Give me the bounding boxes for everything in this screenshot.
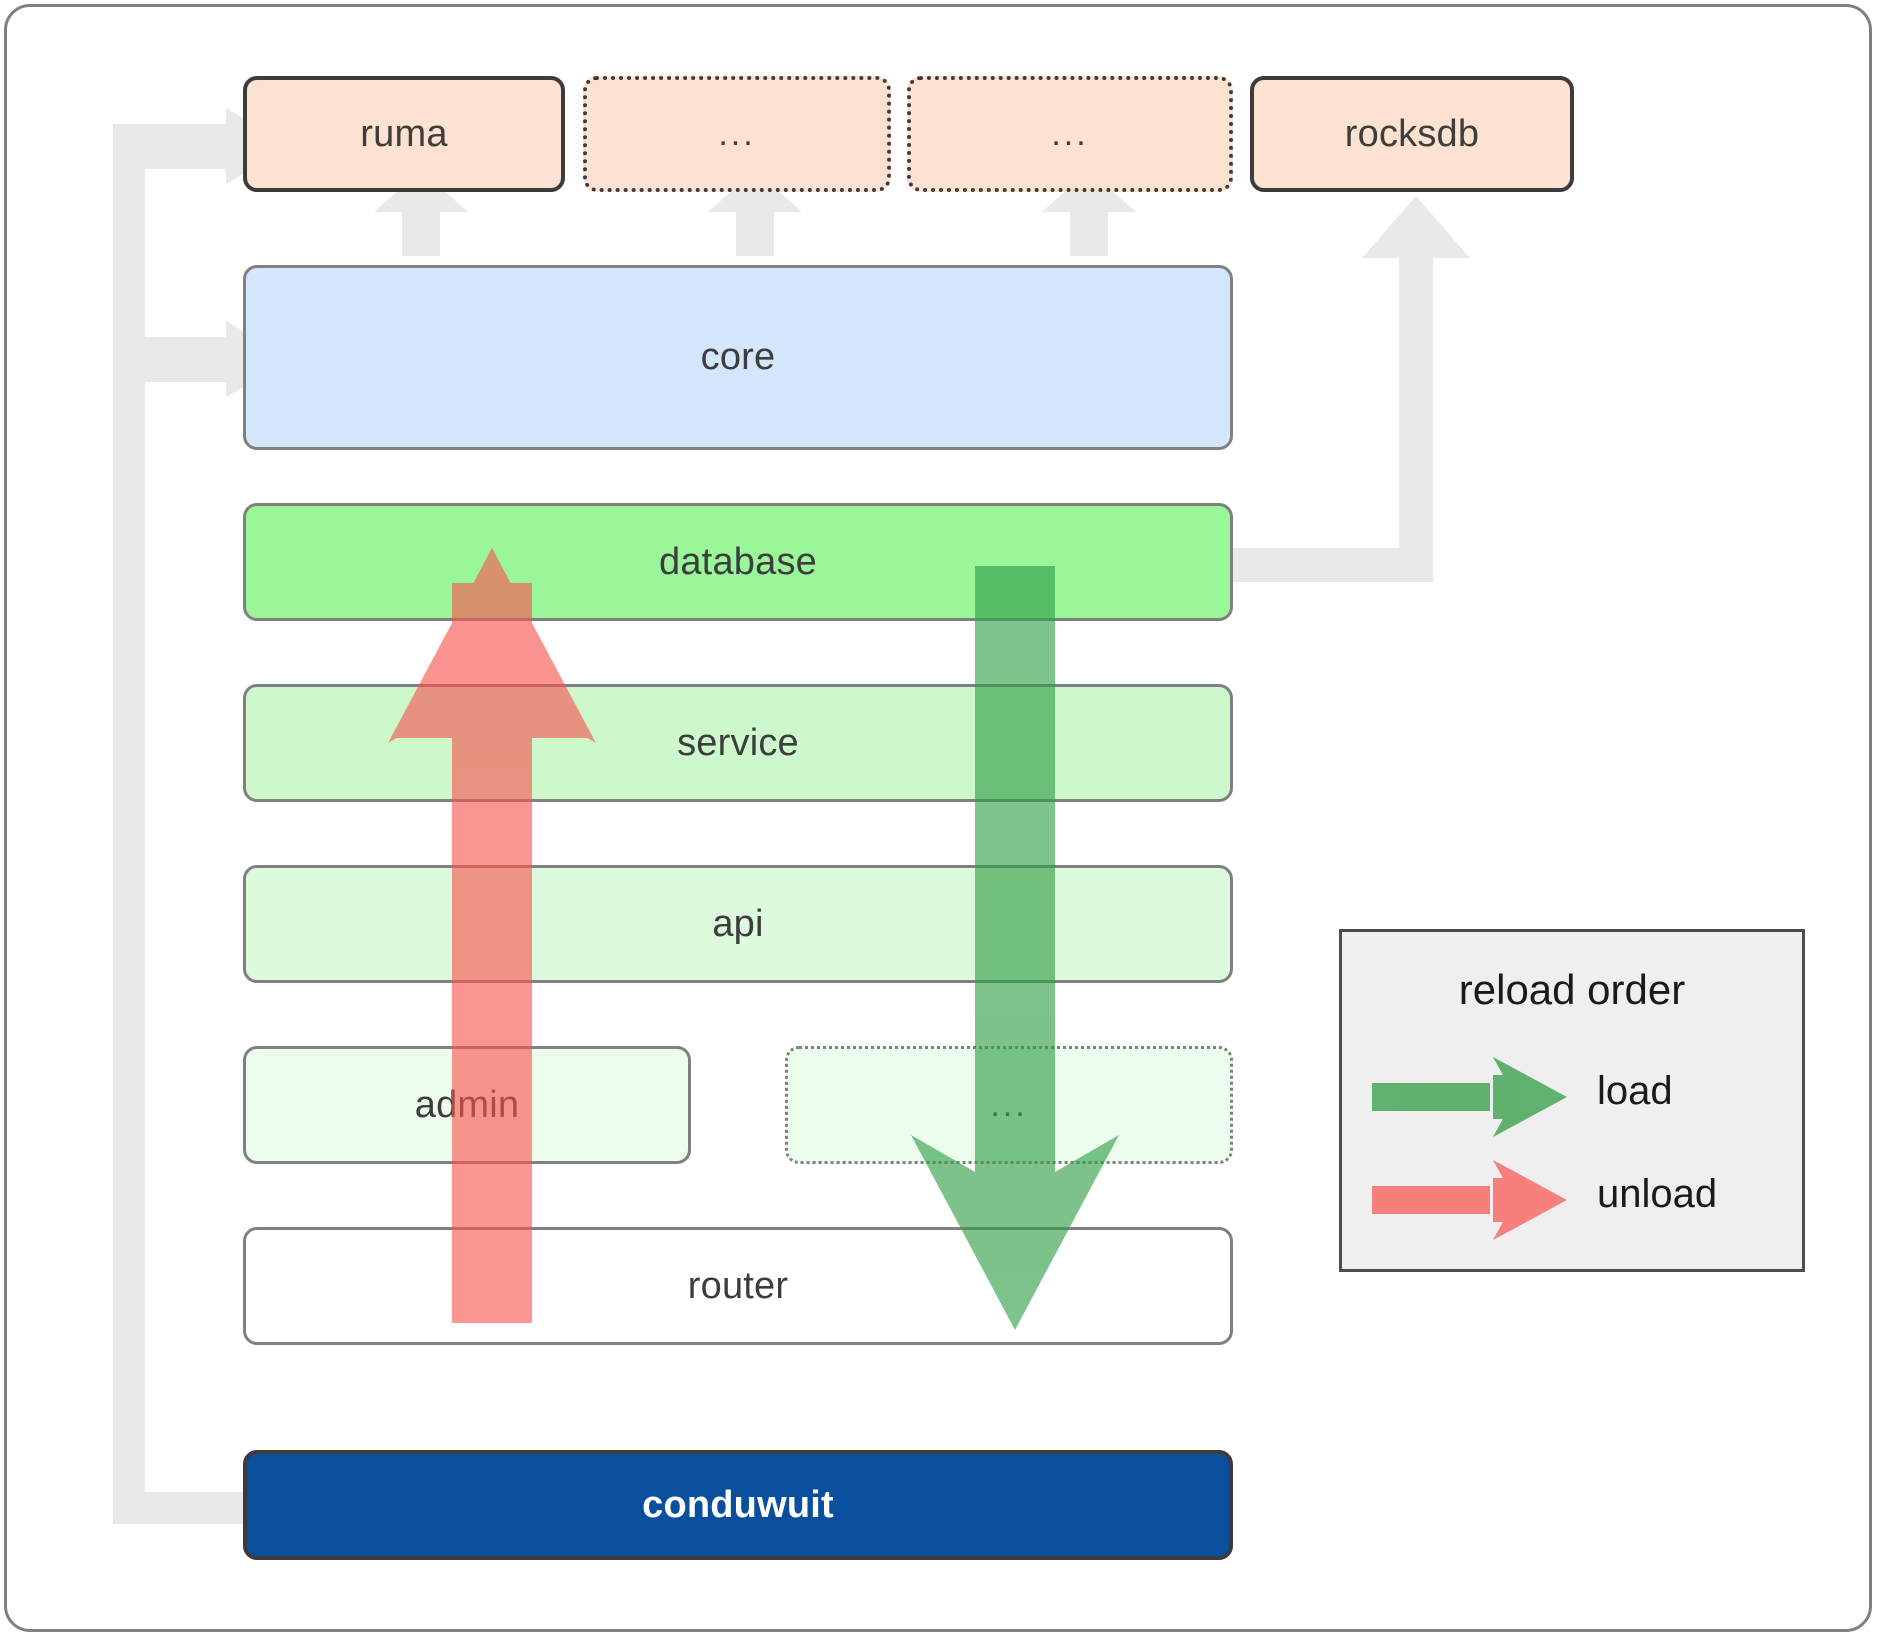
node-database[interactable]: database — [243, 503, 1233, 621]
legend-row-load: load — [1342, 1057, 1802, 1137]
node-router[interactable]: router — [243, 1227, 1233, 1345]
node-ruma[interactable]: ruma — [243, 76, 565, 192]
node-api[interactable]: api — [243, 865, 1233, 983]
node-label-ruma: ruma — [360, 112, 448, 155]
node-ext2[interactable]: ... — [907, 76, 1233, 192]
node-label-service: service — [677, 721, 799, 764]
node-label-router: router — [687, 1264, 789, 1307]
node-label-database: database — [659, 540, 817, 583]
node-service[interactable]: service — [243, 684, 1233, 802]
legend-row-unload: unload — [1342, 1160, 1802, 1240]
node-rocksdb[interactable]: rocksdb — [1250, 76, 1574, 192]
node-more[interactable]: ... — [785, 1046, 1233, 1164]
node-core[interactable]: core — [243, 265, 1233, 450]
legend-title: reload order — [1458, 966, 1686, 1013]
load-arrow-icon — [1372, 1057, 1567, 1137]
node-label-more: ... — [990, 1086, 1028, 1124]
diagram-frame — [4, 4, 1872, 1632]
legend-label-load: load — [1597, 1069, 1673, 1113]
node-label-rocksdb: rocksdb — [1344, 112, 1480, 155]
legend-reload-order: reload order load unload — [1339, 929, 1805, 1272]
legend-label-unload: unload — [1597, 1172, 1718, 1216]
node-label-core: core — [700, 336, 776, 378]
node-admin[interactable]: admin — [243, 1046, 691, 1164]
node-label-admin: admin — [414, 1083, 520, 1126]
unload-arrow-icon — [1372, 1160, 1567, 1240]
node-label-ext2: ... — [1051, 115, 1089, 153]
node-label-ext1: ... — [718, 115, 756, 153]
node-ext1[interactable]: ... — [583, 76, 891, 192]
node-label-conduwuit: conduwuit — [642, 1483, 834, 1526]
node-label-api: api — [712, 902, 764, 945]
node-conduwuit[interactable]: conduwuit — [243, 1450, 1233, 1560]
